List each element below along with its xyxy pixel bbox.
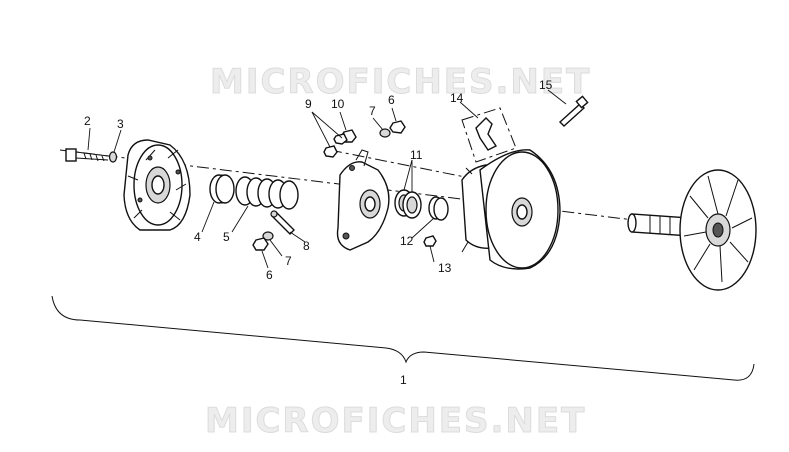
nut-part-6-lower [252, 237, 269, 251]
moveable-sheave-part [336, 149, 390, 251]
bolt-part-15 [558, 95, 589, 127]
nut-part-9 [323, 145, 338, 158]
callout-5: 5 [223, 230, 230, 244]
callout-4: 4 [194, 230, 201, 244]
callout-6-lower: 6 [266, 268, 273, 282]
ring-part-4 [209, 174, 235, 204]
leader-lines [87, 89, 567, 269]
pin-part-8 [270, 210, 295, 235]
nut-part-10 [333, 129, 357, 145]
roller-part-11 [394, 189, 422, 219]
axis-upper [329, 149, 471, 179]
callout-10: 10 [331, 97, 345, 111]
callout-6-upper: 6 [388, 93, 395, 107]
callout-3: 3 [117, 117, 124, 131]
assembly-brace [51, 295, 755, 381]
nut-part-6-upper [389, 120, 406, 134]
callout-labels: 1 2 3 4 5 6 7 8 9 10 7 6 11 12 13 14 15 [84, 78, 553, 387]
callout-11: 11 [410, 148, 423, 162]
washer-part-3 [108, 151, 118, 163]
ring-part-12 [428, 196, 449, 221]
callout-2: 2 [84, 114, 91, 128]
watermark-top: MICROFICHES.NET [210, 62, 591, 102]
callout-7-upper: 7 [369, 104, 376, 118]
callout-13: 13 [438, 261, 452, 275]
callout-15: 15 [539, 78, 553, 92]
callout-12: 12 [400, 234, 414, 248]
washer-part-7-lower [262, 231, 274, 241]
fixed-sheave-part [461, 149, 561, 270]
callout-7-lower: 7 [285, 254, 292, 268]
washer-part-7-upper [379, 128, 391, 138]
callout-8: 8 [303, 239, 310, 253]
nut-part-13 [423, 235, 437, 247]
callout-1: 1 [400, 373, 407, 387]
spring-part-5 [235, 176, 299, 210]
spider-cover-part [123, 139, 191, 231]
bracket-part-14 [461, 107, 517, 163]
bolt-part-2 [65, 148, 109, 162]
fan-shaft-part [627, 169, 757, 291]
callout-14: 14 [450, 91, 464, 105]
watermark-bottom: MICROFICHES.NET [205, 401, 586, 441]
callout-9: 9 [305, 97, 312, 111]
